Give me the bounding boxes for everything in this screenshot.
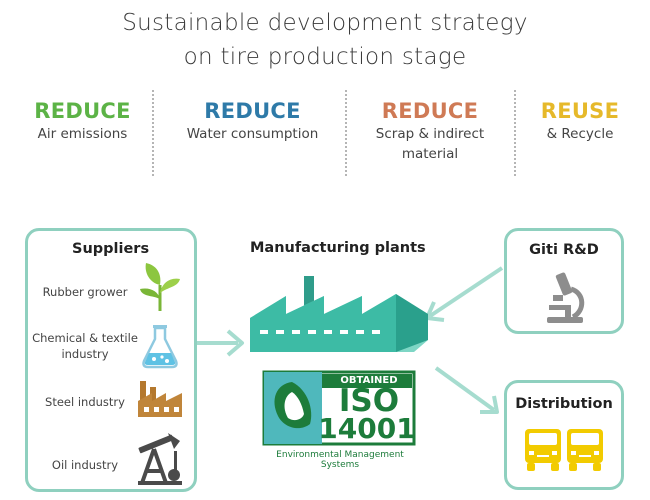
plant-icon: [140, 263, 180, 312]
goal-verb: REUSE: [540, 99, 620, 123]
title-line-1: Sustainable development strategy: [122, 10, 528, 36]
microscope-icon: [547, 272, 585, 323]
suppliers-box: Suppliers Rubber grower Chemical & texti…: [25, 228, 197, 492]
goal-object: & Recycle: [546, 126, 614, 142]
arrowhead: [480, 395, 499, 414]
goal-verb: REDUCE: [204, 99, 301, 123]
factory-plant-icon: [250, 276, 428, 352]
goal-object: Scrap & indirect material: [375, 126, 485, 162]
truck-icon: [525, 429, 603, 471]
distribution-box: Distribution: [504, 380, 624, 490]
goal-reduce-water: REDUCE Water consumption: [175, 98, 330, 144]
rnd-title: Giti R&D: [529, 242, 599, 258]
goal-object: Water consumption: [186, 126, 319, 142]
iso-badge: OBTAINED ISO 14001 Environmental Managem…: [262, 370, 416, 470]
arrow-rnd-to-plant: [428, 266, 504, 318]
supplier-label: Chemical & textile industry: [32, 331, 138, 361]
arrowhead: [226, 329, 244, 357]
goal-object: Air emissions: [37, 126, 128, 142]
factory-icon: [138, 381, 182, 417]
iso-caption: Environmental Management Systems: [276, 450, 404, 470]
arrow-plant-to-distribution: [434, 366, 496, 412]
divider: [152, 90, 154, 176]
iso-leaf-icon: [262, 370, 416, 446]
supplier-label: Steel industry: [45, 395, 125, 409]
goal-reduce-air: REDUCE Air emissions: [20, 98, 145, 144]
goal-reduce-scrap: REDUCE Scrap & indirect material: [365, 98, 495, 164]
oil-pump-icon: [138, 433, 182, 485]
goal-verb: REDUCE: [34, 99, 131, 123]
iso-number: 14001: [318, 412, 416, 445]
divider: [514, 90, 516, 176]
iso-obtained: OBTAINED: [340, 375, 398, 386]
manufacturing-title: Manufacturing plants: [250, 240, 426, 256]
suppliers-title: Suppliers: [72, 241, 150, 257]
rnd-box: Giti R&D: [504, 228, 624, 334]
goal-reuse-recycle: REUSE & Recycle: [530, 98, 630, 144]
iso-label: ISO: [338, 383, 400, 419]
title-line-2: on tire production stage: [183, 44, 467, 70]
divider: [345, 90, 347, 176]
flask-icon: [142, 325, 178, 369]
supplier-label: Rubber grower: [42, 285, 128, 299]
goal-verb: REDUCE: [381, 99, 479, 123]
supplier-label: Oil industry: [51, 458, 119, 472]
page-title: Sustainable development strategy on tire…: [0, 6, 650, 74]
distribution-title: Distribution: [515, 396, 613, 412]
